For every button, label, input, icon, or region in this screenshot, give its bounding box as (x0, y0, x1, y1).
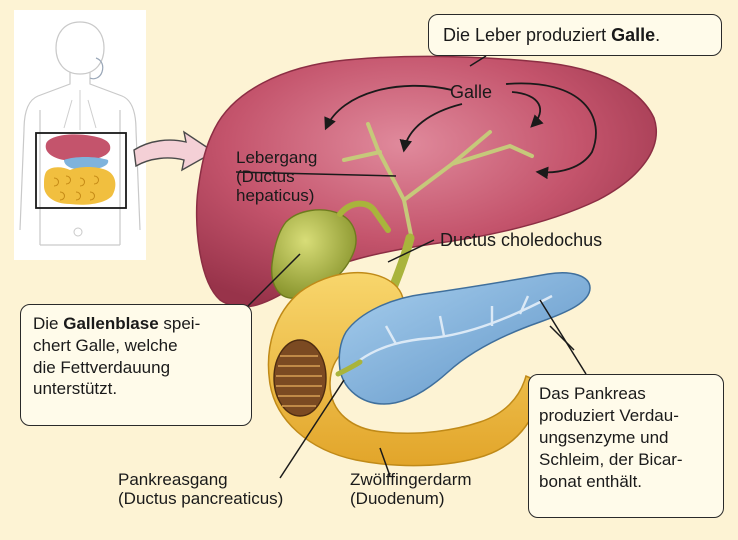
pancreas-callout: Das Pankreas produziert Verdau- ungsenzy… (528, 374, 724, 518)
lebergang-line-1: Lebergang (236, 148, 318, 167)
gallbladder-callout-line-4: unterstützt. (33, 379, 118, 399)
pancreas-callout-line-4: Schleim, der Bicar- (539, 450, 683, 470)
pankreasgang-line-2: (Ductus pancreaticus) (118, 489, 284, 509)
pankreasgang-label: Pankreasgang (Ductus pancreaticus) (118, 470, 283, 508)
liver-callout-prefix: Die Leber produziert (443, 25, 612, 45)
gallbladder-callout-prefix: Die (33, 314, 64, 333)
gallbladder-callout-line-1: Die Gallenblase spei- (33, 313, 251, 335)
bile-ducts (342, 122, 534, 242)
lebergang-label: Lebergang (Ductus hepaticus) (236, 148, 317, 205)
pancreas-callout-line-5: bonat enthält. (539, 472, 643, 492)
duodenum-line-2: (Duodenum) (350, 489, 445, 509)
pancreas-callout-line-3: ungsenzyme und (539, 428, 669, 448)
liver-callout: Die Leber produziert Galle. (428, 14, 722, 56)
choledochus-label-text: Ductus choledochus (440, 230, 603, 250)
galle-label: Galle (450, 82, 492, 102)
gallbladder-callout-line-2: chert Galle, welche (33, 335, 178, 355)
arrow-right-icon (133, 130, 216, 172)
gallbladder-callout-suffix: spei- (158, 314, 201, 333)
leader-lines (235, 55, 587, 479)
liver-callout-suffix: . (655, 25, 661, 45)
pancreas-callout-line-1: Das Pankreas (539, 384, 646, 403)
lebergang-line-2: (Ductus (236, 167, 295, 187)
pancreas (338, 272, 591, 405)
gallbladder-callout-line-3: die Fettverdauung (33, 357, 171, 377)
gallbladder-callout-bold: Gallenblase (63, 314, 159, 333)
choledochus-label: Ductus choledochus (440, 230, 602, 250)
duodenum-label: Zwölffingerdarm (Duodenum) (350, 470, 472, 508)
pancreatic-duct (359, 294, 553, 361)
highlight-box (35, 132, 127, 209)
gallbladder-callout: Die Gallenblase spei- chert Galle, welch… (20, 304, 252, 426)
galle-label-text: Galle (450, 82, 493, 102)
duodenum-line-1: Zwölffingerdarm (350, 470, 472, 489)
pankreasgang-line-1: Pankreasgang (118, 470, 228, 489)
bile-flow-arrows (324, 82, 597, 180)
pancreas-callout-line-2: produziert Verdau- (539, 406, 679, 426)
lebergang-line-3: hepaticus) (236, 186, 315, 206)
liver-callout-bold: Galle (611, 25, 656, 45)
thumbnail-organs (35, 132, 127, 209)
duodenum-cut (273, 339, 327, 417)
